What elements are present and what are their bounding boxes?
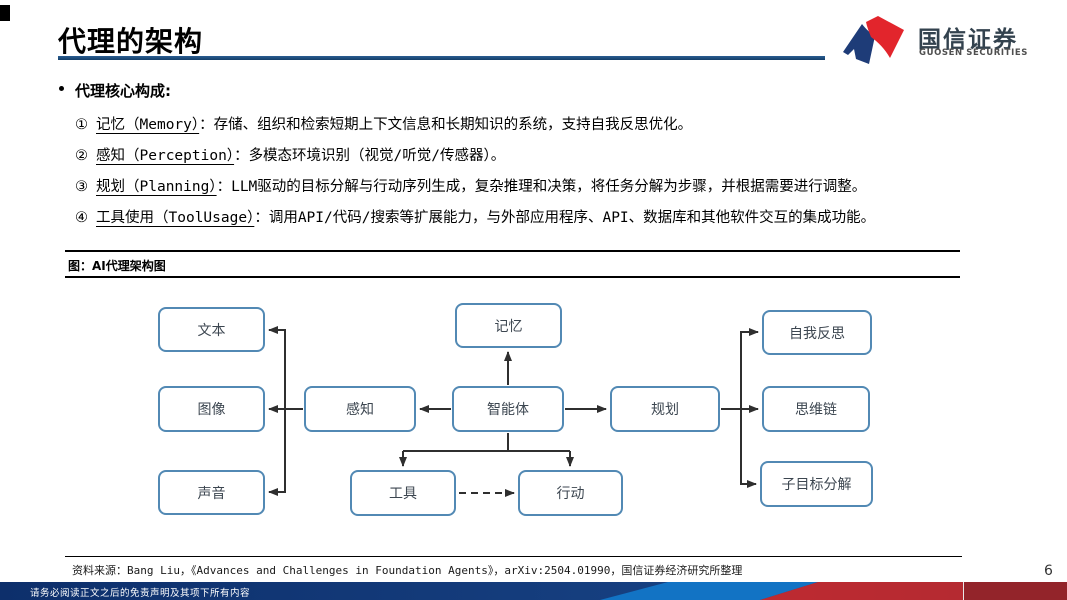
item-term: 感知（Perception）: [96, 148, 235, 164]
diagram-node-perception: 感知: [304, 386, 416, 432]
item-number: ②: [75, 148, 88, 164]
footer-bar-dark-red-block: [963, 582, 1067, 600]
source-line: 资料来源：Bang Liu，《Advances and Challenges i…: [72, 564, 743, 577]
list-item: ④ 工具使用（ToolUsage）：调用API/代码/搜索等扩展能力，与外部应用程…: [75, 206, 1055, 227]
footer-bar-light-blue-wedge: [600, 582, 818, 600]
item-term: 规划（Planning）: [96, 179, 217, 195]
diagram-node-tools: 工具: [350, 470, 456, 516]
item-number: ①: [75, 117, 88, 133]
diagram-node-chain-of-thought: 思维链: [762, 386, 870, 432]
figure-caption: 图：AI代理架构图: [68, 259, 166, 273]
logo-name-en: GUOSEN SECURITIES: [919, 48, 1028, 58]
item-desc: 存储、组织和检索短期上下文信息和长期知识的系统，支持自我反思优化。: [213, 117, 693, 133]
item-colon: ：: [234, 148, 249, 164]
diagram-node-subgoal-decomposition: 子目标分解: [760, 461, 873, 507]
footer-bar: 请务必阅读正文之后的免责声明及其项下所有内容: [0, 582, 1067, 600]
figure-rule-top: [65, 250, 960, 252]
list-item: ① 记忆（Memory）：存储、组织和检索短期上下文信息和长期知识的系统，支持自我…: [75, 113, 1055, 134]
item-number: ④: [75, 210, 88, 226]
diagram-node-planning: 规划: [610, 386, 720, 432]
list-item: ③ 规划（Planning）：LLM驱动的目标分解与行动序列生成，复杂推理和决策，…: [75, 175, 1055, 196]
diagram-node-self-reflection: 自我反思: [762, 310, 872, 355]
logo-name-cn: 国信证券: [918, 27, 1018, 53]
page-number: 6: [1044, 563, 1053, 579]
bullet-header: 代理核心构成:: [59, 80, 171, 101]
diagram-node-sound: 声音: [158, 470, 265, 515]
item-desc: LLM驱动的目标分解与行动序列生成，复杂推理和决策，将任务分解为步骤，并根据需要…: [231, 179, 867, 195]
source-rule: [65, 556, 962, 557]
bullet-header-label: 代理核心构成:: [75, 82, 171, 100]
list-item: ② 感知（Perception）：多模态环境识别（视觉/听觉/传感器）。: [75, 144, 1055, 165]
figure-rule-bottom: [65, 276, 960, 278]
title-underline: [58, 56, 825, 60]
item-colon: ：: [254, 210, 269, 226]
bullet-dot: [59, 86, 64, 91]
diagram-node-image: 图像: [158, 386, 265, 432]
item-term: 工具使用（ToolUsage）: [96, 210, 255, 226]
item-number: ③: [75, 179, 88, 195]
company-logo: 国信证券 GUOSEN SECURITIES: [840, 14, 1060, 66]
diagram-node-action: 行动: [518, 470, 623, 516]
guosen-logo-icon: [843, 16, 904, 64]
item-desc: 调用API/代码/搜索等扩展能力，与外部应用程序、API、数据库和其他软件交互的…: [268, 210, 876, 226]
disclaimer-text: 请务必阅读正文之后的免责声明及其项下所有内容: [30, 588, 251, 599]
item-colon: ：: [199, 117, 214, 133]
diagram-node-memory: 记忆: [455, 303, 562, 348]
diagram-node-agent: 智能体: [452, 386, 564, 432]
diagram-node-text: 文本: [158, 307, 265, 352]
page-title: 代理的架构: [58, 25, 204, 58]
item-desc: 多模态环境识别（视觉/听觉/传感器）。: [248, 148, 506, 164]
item-term: 记忆（Memory）: [96, 117, 200, 133]
item-colon: ：: [216, 179, 232, 195]
print-corner-mark: [0, 5, 10, 21]
